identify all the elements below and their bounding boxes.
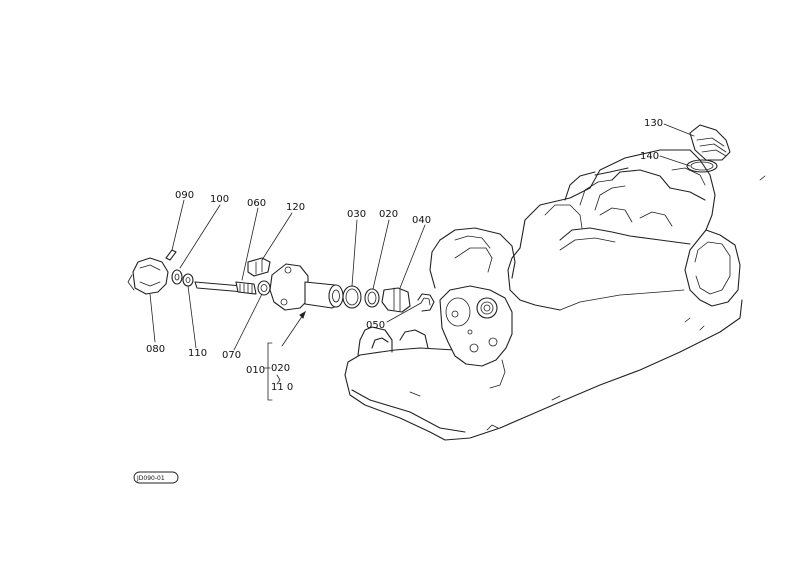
label-030: 030 — [347, 209, 366, 220]
label-130: 130 — [644, 118, 663, 129]
leader-lines — [149, 123, 695, 401]
engine-housing — [344, 149, 766, 441]
label-group-020: 020 — [271, 363, 290, 374]
label-050: 050 — [366, 320, 385, 331]
shaft-assembly — [127, 249, 435, 347]
label-080: 080 — [146, 344, 165, 355]
label-040: 040 — [412, 215, 431, 226]
label-group-110: 11 0 — [271, 382, 293, 393]
label-120: 120 — [286, 202, 305, 213]
label-010: 010 — [246, 365, 265, 376]
label-100: 100 — [210, 194, 229, 205]
label-070: 070 — [222, 350, 241, 361]
label-090: 090 — [175, 190, 194, 201]
label-140: 140 — [640, 151, 659, 162]
part-labels: 130 140 090 100 060 120 030 020 040 050 … — [146, 118, 663, 393]
reference-code: JD090-01 — [136, 475, 165, 482]
label-110: 110 — [188, 348, 207, 359]
label-060: 060 — [247, 198, 266, 209]
filler-cap-assembly — [686, 124, 731, 173]
reference-code-box: JD090-01 — [133, 471, 179, 484]
label-020: 020 — [379, 209, 398, 220]
